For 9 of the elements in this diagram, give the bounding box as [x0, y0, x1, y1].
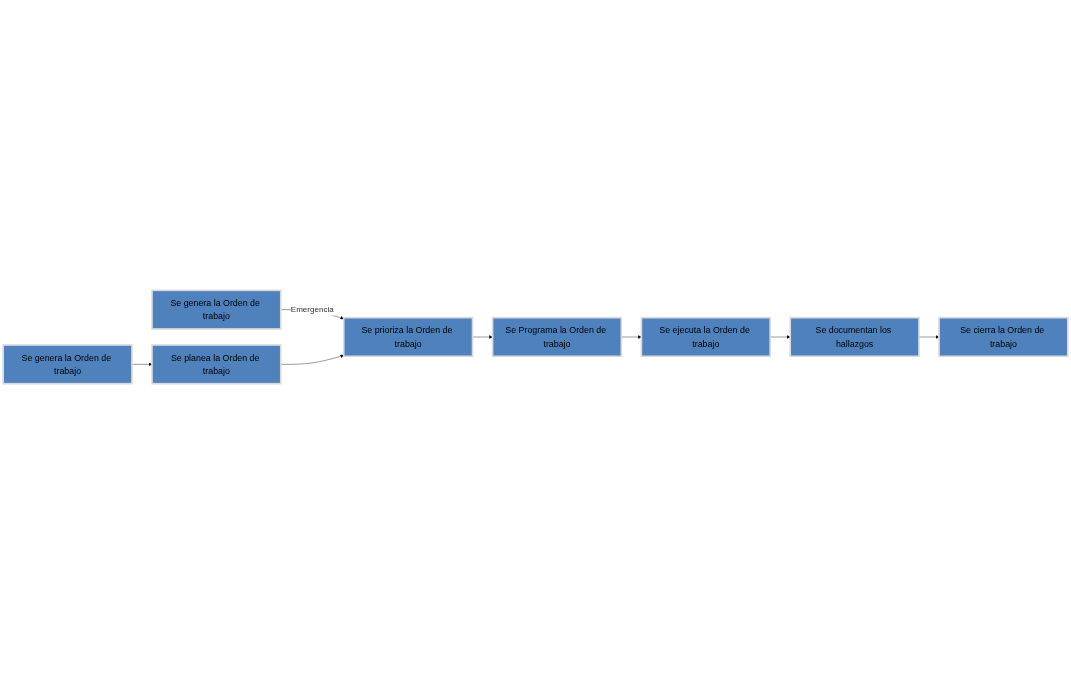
node-box: Se genera la Orden de trabajo	[151, 289, 282, 330]
edge-label: Emergencia	[290, 305, 334, 315]
node-box: Se Programa la Orden de trabajo	[491, 316, 623, 358]
node-box: Se prioriza la Orden de trabajo	[343, 316, 474, 358]
node-box: Se documentan los hallazgos	[789, 316, 920, 358]
node-box: Se ejecuta la Orden de trabajo	[640, 316, 771, 358]
node-box: Se planea la Orden de trabajo	[151, 344, 282, 385]
node-box: Se genera la Orden de trabajo	[2, 344, 133, 385]
node-box: Se cierra la Orden de trabajo	[938, 316, 1069, 358]
